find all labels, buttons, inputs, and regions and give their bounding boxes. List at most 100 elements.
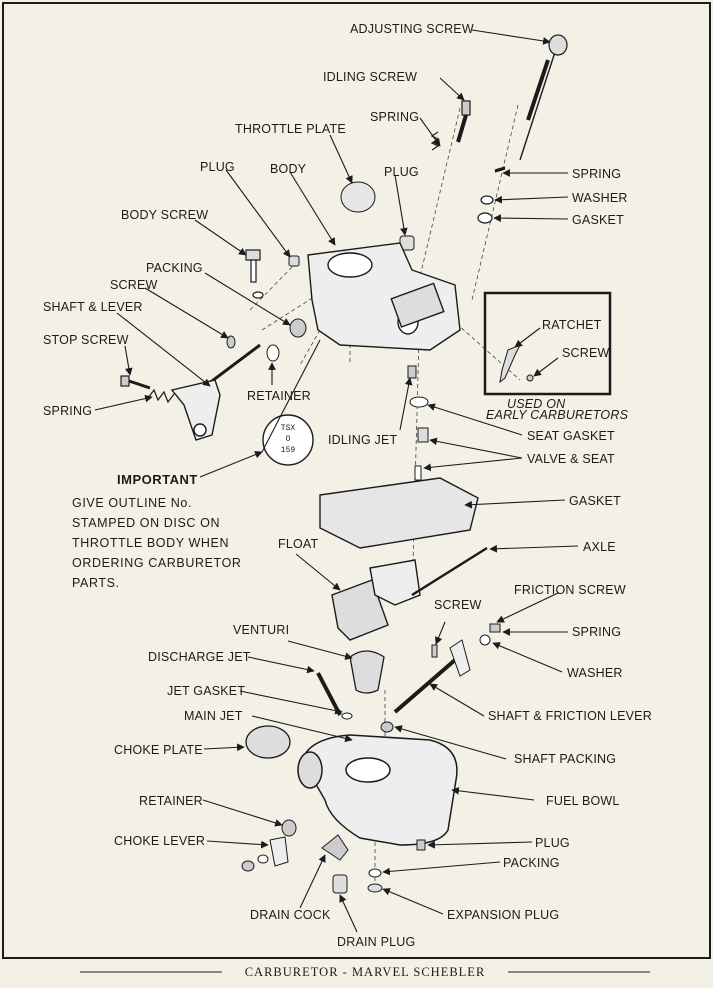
ratchet-part xyxy=(499,344,522,384)
label-spring-right: SPRING xyxy=(572,167,622,181)
label-spring-bottom: SPRING xyxy=(572,625,622,639)
important-note: GIVE OUTLINE No. STAMPED ON DISC ON THRO… xyxy=(72,493,242,593)
ratchet-box xyxy=(483,291,612,396)
leader-lines xyxy=(94,29,579,933)
label-screw-left: SCREW xyxy=(110,278,158,292)
choke-lever-part xyxy=(269,836,289,867)
choke-lever-washer xyxy=(257,854,269,864)
label-axle: AXLE xyxy=(583,540,616,554)
label-plug-left: PLUG xyxy=(200,160,235,174)
label-float: FLOAT xyxy=(278,537,319,551)
label-gasket-mid: GASKET xyxy=(569,494,621,508)
label-ratchet: RATCHET xyxy=(542,318,602,332)
disc-line-1: TSX xyxy=(280,424,296,433)
seat-gasket-part xyxy=(409,396,429,408)
label-gasket-top: GASKET xyxy=(572,213,624,227)
important-line-2: STAMPED ON DISC ON xyxy=(72,516,221,530)
outline-disc xyxy=(262,414,314,466)
throttle-body-part xyxy=(307,242,461,351)
label-choke-lever: CHOKE LEVER xyxy=(114,834,206,848)
disc-line-2: O xyxy=(285,435,291,444)
valve-needle-part xyxy=(414,465,422,481)
important-line-1: GIVE OUTLINE No. xyxy=(72,496,193,510)
label-friction-screw: FRICTION SCREW xyxy=(514,583,626,597)
screw-mid-part xyxy=(431,644,438,658)
label-spring-top: SPRING xyxy=(370,110,420,124)
label-screw-ratchet: SCREW xyxy=(562,346,610,360)
label-drain-cock: DRAIN COCK xyxy=(250,908,331,922)
shaft-packing-part xyxy=(380,721,394,733)
retainer-bottom-part xyxy=(281,819,297,837)
drain-cock-part xyxy=(321,834,349,861)
friction-shaft-part xyxy=(393,658,457,714)
label-throttle-plate: THROTTLE PLATE xyxy=(235,122,346,136)
label-packing: PACKING xyxy=(146,261,203,275)
label-jet-gasket: JET GASKET xyxy=(167,684,246,698)
disc-text: TSX O 159 xyxy=(263,423,313,456)
label-shaft-friction-lever: SHAFT & FRICTION LEVER xyxy=(488,709,652,723)
valve-seat-part xyxy=(417,427,429,443)
jet-gasket-part xyxy=(341,712,353,720)
label-body-screw: BODY SCREW xyxy=(121,208,209,222)
important-line-4: ORDERING CARBURETOR xyxy=(72,556,242,570)
idling-jet-part xyxy=(407,365,417,379)
throttle-plate-part xyxy=(340,181,376,213)
label-stop-screw: STOP SCREW xyxy=(43,333,129,347)
ratchet-screw-part xyxy=(526,374,534,382)
label-discharge-jet: DISCHARGE JET xyxy=(148,650,251,664)
expansion-plug-part xyxy=(367,883,383,893)
label-shaft-packing: SHAFT PACKING xyxy=(514,752,617,766)
label-retainer-bottom: RETAINER xyxy=(139,794,203,808)
retainer-top-part xyxy=(266,344,280,362)
plug-bottom-part xyxy=(416,839,426,851)
label-washer-bottom: WASHER xyxy=(567,666,623,680)
stop-screw-part xyxy=(120,375,175,404)
label-seat-gasket: SEAT GASKET xyxy=(527,429,615,443)
label-plug-center: PLUG xyxy=(384,165,419,179)
label-main-jet: MAIN JET xyxy=(184,709,243,723)
label-used-on: USED ON xyxy=(507,397,566,411)
float-part-2 xyxy=(369,559,421,606)
label-plug-bottom: PLUG xyxy=(535,836,570,850)
label-shaft-lever: SHAFT & LEVER xyxy=(43,300,143,314)
label-fuel-bowl: FUEL BOWL xyxy=(546,794,620,808)
screw-left-part xyxy=(226,335,236,349)
choke-lever-nut xyxy=(241,860,255,872)
label-washer-right: WASHER xyxy=(572,191,628,205)
important-line-3: THROTTLE BODY WHEN xyxy=(72,536,230,550)
friction-lever-part xyxy=(449,639,471,677)
label-body: BODY xyxy=(270,162,307,176)
adjusting-screw-part xyxy=(519,34,568,161)
label-spring-left: SPRING xyxy=(43,404,93,418)
body-screw-part xyxy=(245,249,264,299)
label-adjusting-screw: ADJUSTING SCREW xyxy=(350,22,474,36)
important-line-5: PARTS. xyxy=(72,576,120,590)
important-title: IMPORTANT xyxy=(117,472,198,487)
packing-part xyxy=(289,318,307,338)
label-drain-plug: DRAIN PLUG xyxy=(337,935,416,949)
spring-washer-gasket-parts xyxy=(477,166,506,224)
label-packing-bottom: PACKING xyxy=(503,856,560,870)
disc-line-3: 159 xyxy=(280,446,296,455)
gasket-mid-part xyxy=(319,477,479,549)
washer-bottom-part xyxy=(479,634,491,646)
label-venturi: VENTURI xyxy=(233,623,290,637)
page-border xyxy=(2,2,711,959)
label-idling-screw: IDLING SCREW xyxy=(323,70,418,84)
drain-plug-part xyxy=(332,874,348,894)
friction-screw-part xyxy=(489,623,501,633)
label-valve-seat: VALVE & SEAT xyxy=(527,452,615,466)
venturi-part xyxy=(349,650,385,694)
axle-part xyxy=(411,546,488,597)
label-retainer-top: RETAINER xyxy=(247,389,311,403)
label-early-carburetors: EARLY CARBURETORS xyxy=(486,408,629,422)
label-choke-plate: CHOKE PLATE xyxy=(114,743,203,757)
label-screw-mid: SCREW xyxy=(434,598,482,612)
plug-left-part xyxy=(288,255,300,267)
footer-caption: CARBURETOR - MARVEL SCHEBLER xyxy=(244,965,486,979)
label-idling-jet: IDLING JET xyxy=(328,433,398,447)
float-part xyxy=(331,579,389,641)
discharge-jet-part xyxy=(316,672,342,716)
